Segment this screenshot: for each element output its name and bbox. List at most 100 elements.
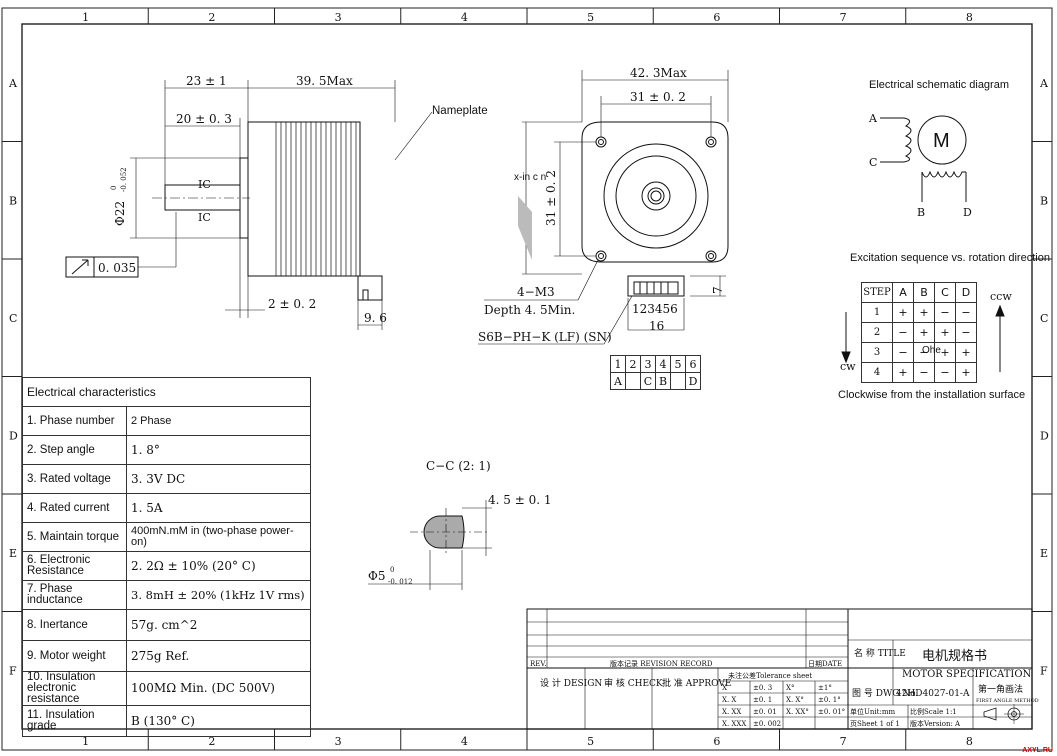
grid-column-label: 7: [840, 735, 847, 748]
dim-phi22-tol-upper: 0: [110, 186, 118, 190]
name-label: 名 称 TITLE: [854, 647, 906, 659]
holes-label: 4−M3: [517, 285, 555, 299]
schematic-diagram: [880, 115, 967, 202]
spec-key: 11. Insulation grade: [22, 705, 127, 737]
motor-symbol: M: [933, 130, 950, 152]
terminal-b: B: [917, 206, 925, 219]
dwg-value: 42HD4027-01-A: [896, 689, 970, 699]
grid-column-label: 6: [713, 735, 720, 748]
excitation-cell: −: [892, 322, 914, 343]
excitation-cell: −: [892, 342, 914, 363]
name-value-cn: 电机规格书: [922, 648, 987, 664]
grid-row-label: A: [1039, 77, 1049, 90]
dim-23: 23 ± 1: [186, 74, 227, 88]
spec-key: 3. Rated voltage: [22, 464, 127, 494]
pin-letter: [670, 372, 686, 390]
tol-r2c3: X. X°: [786, 696, 804, 704]
spec-value: 1. 8°: [126, 435, 311, 465]
dim-39-5: 39. 5Max: [296, 74, 353, 88]
rev-label: REV.: [530, 660, 546, 668]
spec-value: 275g Ref.: [126, 640, 311, 672]
design-label: 设 计 DESIGN: [540, 677, 602, 689]
pin-number: 4: [655, 355, 671, 373]
excitation-cell: +: [892, 362, 914, 383]
pin-letter: A: [610, 372, 626, 390]
pin-number: 2: [625, 355, 641, 373]
watermark: AXYL.RU: [1022, 747, 1053, 754]
tol-r1c4: ±1°: [818, 684, 832, 692]
excitation-cell: 2: [861, 322, 893, 343]
excitation-cell: +: [913, 302, 935, 323]
title-block-text: REV. 版本记录 REVISION RECORD 日期DATE 设 计 DES…: [530, 647, 1039, 728]
dim-7: 7: [711, 286, 725, 294]
grid-column-label: 6: [713, 11, 720, 24]
spec-key: 5. Maintain torque: [22, 522, 127, 552]
excitation-header: B: [913, 282, 935, 303]
shaft-section-view: [368, 500, 492, 590]
excitation-cell: −: [934, 362, 956, 383]
grid-column-label: 3: [335, 735, 342, 748]
excitation-row: 4 + − − +: [861, 362, 977, 383]
version-label: 版本Version: A: [910, 719, 961, 728]
tol-r3c1: X. XX: [722, 708, 741, 716]
excitation-overlap-text: Ohe: [922, 345, 941, 356]
terminal-a: A: [868, 112, 878, 125]
grid-row-label: C: [1040, 312, 1048, 325]
side-view: [65, 80, 433, 330]
title-block: [526, 608, 1033, 730]
dim-2: 2 ± 0. 2: [268, 297, 316, 311]
grid-column-label: 3: [335, 11, 342, 24]
dim-phi5-tol-lower: -0. 012: [388, 578, 413, 586]
spec-value: 3. 3V DC: [126, 464, 311, 494]
ic-top-label: IC: [198, 178, 211, 191]
grid-row-label: E: [1040, 547, 1048, 560]
dim-phi22-tol-lower: -0. 052: [120, 167, 128, 192]
tol-r2c4: ±0. 1°: [818, 696, 841, 704]
spec-value: 3. 8mH ± 20% (1kHz 1V rms): [126, 580, 311, 610]
tol-r3c4: ±0. 01°: [818, 708, 845, 716]
angle-cn: 第一角画法: [978, 683, 1023, 695]
dim-16: 16: [649, 319, 664, 333]
connector-part-label: S6B−PH−K (LF) (SN): [478, 330, 612, 344]
spec-key: 7. Phase inductance: [22, 580, 127, 610]
schematic-title: Electrical schematic diagram: [869, 79, 1009, 91]
terminal-d: D: [963, 206, 972, 219]
grid-column-label: 5: [587, 11, 594, 24]
grid-column-label: 2: [208, 11, 215, 24]
excitation-cell: +: [955, 362, 977, 383]
excitation-cell: −: [913, 362, 935, 383]
dim-31-vertical: 31 ± 0. 2: [544, 170, 558, 226]
tol-r3c3: X. XX°: [786, 708, 809, 716]
spec-title-row: Electrical characteristics: [22, 377, 311, 407]
grid-row-label: D: [1040, 429, 1049, 442]
tol-r1c3: X°: [786, 684, 794, 692]
dim-flat: 4. 5 ± 0. 1: [488, 493, 551, 507]
spec-value: 57g. cm^2: [126, 609, 311, 641]
pin-table: 1 2 3 4 5 6 A C B D: [610, 355, 701, 390]
rotation-note: Clockwise from the installation surface: [838, 389, 1025, 401]
cw-label: cw: [840, 360, 856, 373]
spec-key: 6. Electronic Resistance: [22, 551, 127, 581]
excitation-title: Excitation sequence vs. rotation directi…: [850, 252, 1050, 264]
grid-column-label: 8: [966, 11, 973, 24]
tol-r3c2: ±0. 01: [753, 708, 777, 716]
tol-r1c1: X: [722, 684, 727, 692]
spec-value: 1. 5A: [126, 493, 311, 523]
name-value-en: MOTOR SPECIFICATION: [902, 669, 1032, 680]
revision-record-label: 版本记录 REVISION RECORD: [610, 659, 713, 668]
dwg-label: 图 号 DWG No.: [852, 688, 918, 699]
spec-key: 8. Inertance: [22, 609, 127, 641]
scale-label: 比例Scale 1:1: [910, 707, 957, 716]
ic-bottom-label: IC: [198, 211, 211, 224]
dim-20: 20 ± 0. 3: [176, 112, 232, 126]
pin-number: 1: [610, 355, 626, 373]
pin-letter: B: [655, 372, 671, 390]
dim-phi22: Φ22: [113, 201, 127, 226]
spec-key: 1. Phase number: [22, 406, 127, 436]
